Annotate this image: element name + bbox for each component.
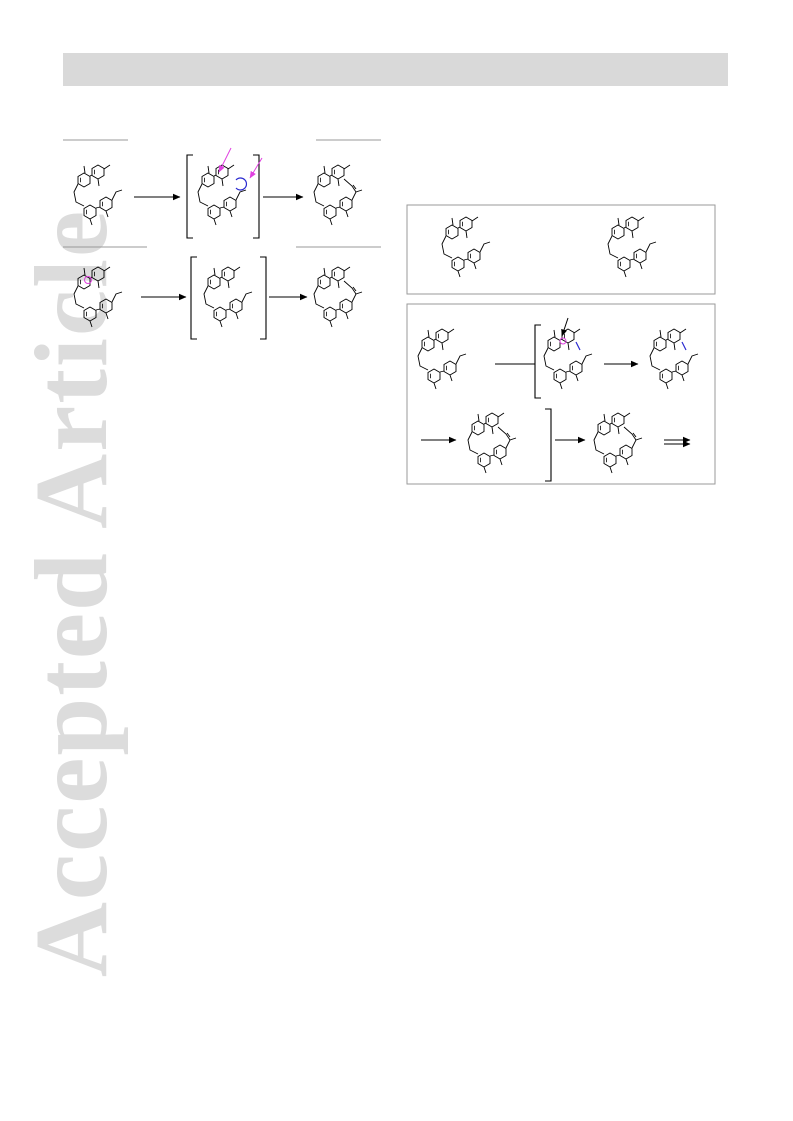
bracket-right [253, 154, 260, 239]
bracket-right [545, 408, 552, 482]
bracket-left [534, 324, 541, 399]
structure-top-left [442, 217, 490, 277]
bracket-left [190, 256, 197, 340]
structure-bottom-macro-2 [594, 413, 642, 473]
electron-flow-arrow [249, 157, 263, 179]
bracket-right [260, 256, 267, 340]
product-b [314, 267, 362, 327]
electron-flow-arrow [561, 317, 569, 337]
structure-bottom-intermediate [544, 329, 592, 389]
magenta-circle-mark [559, 337, 567, 345]
intermediate-a [198, 165, 246, 225]
panel-bottom-frame [406, 303, 716, 485]
starting-material-a [74, 165, 122, 225]
structure-top-right [608, 217, 656, 277]
panel-top-frame [406, 204, 716, 295]
structure-bottom-start [418, 329, 466, 389]
structure-bottom-macro-1 [468, 413, 516, 473]
intermediate-b [204, 267, 252, 327]
header-bar [63, 53, 728, 86]
bracket-left [186, 154, 193, 239]
highlight-bond [681, 341, 687, 351]
blue-arc-mark [235, 177, 247, 191]
highlight-bond [575, 341, 581, 351]
electron-flow-arrow [218, 147, 232, 173]
magenta-circle-mark [84, 276, 92, 284]
product-a [314, 165, 362, 225]
starting-material-b [74, 267, 122, 327]
structure-bottom-right [650, 329, 698, 389]
